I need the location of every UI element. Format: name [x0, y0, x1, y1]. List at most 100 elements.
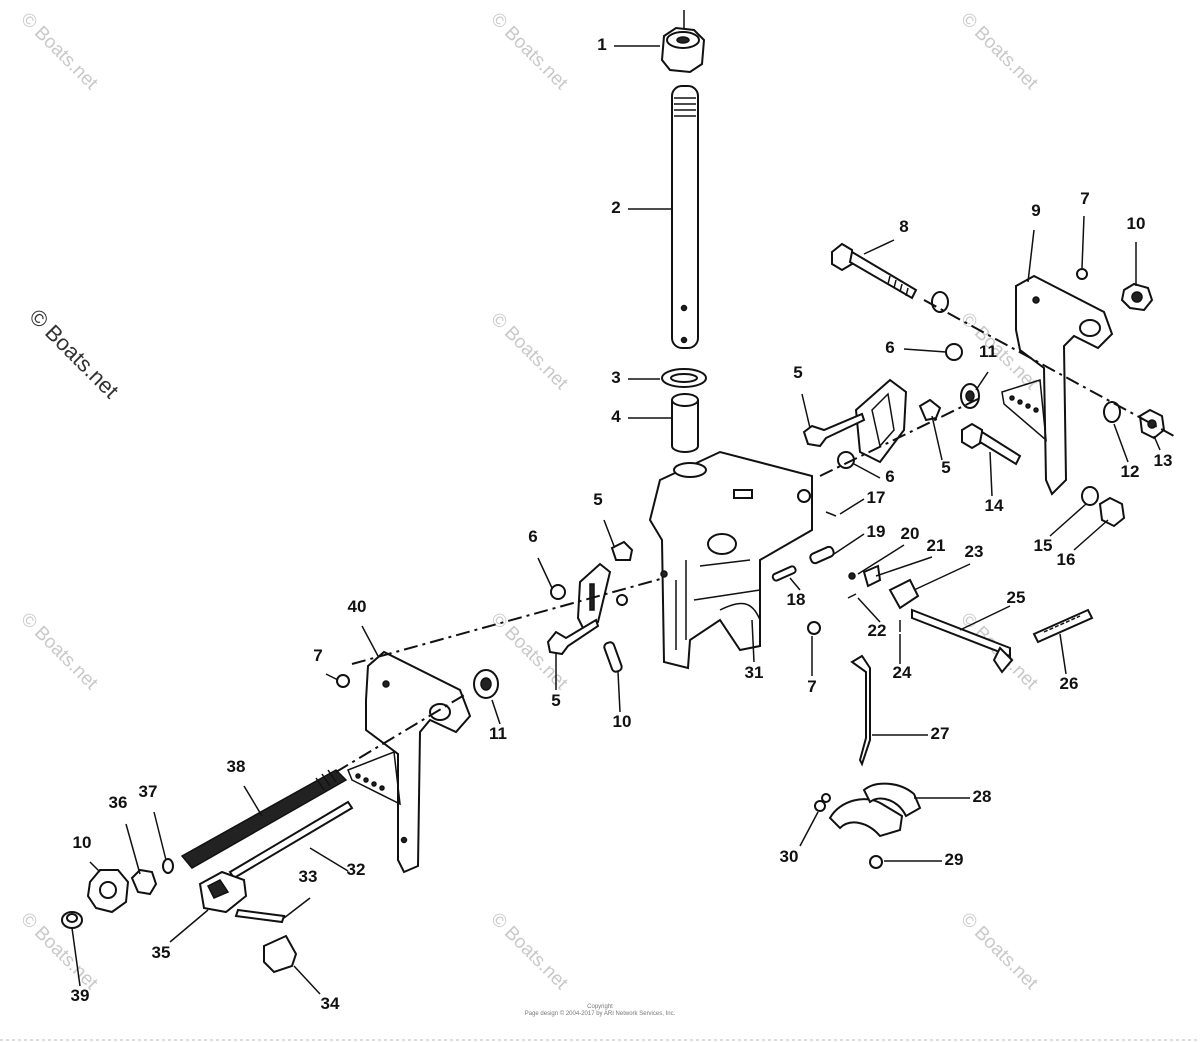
part-21-spring-clip[interactable]	[862, 564, 882, 588]
callout-40: 40	[348, 597, 367, 616]
part-10-locknut-left[interactable]	[86, 869, 130, 914]
callout-34: 34	[321, 994, 340, 1013]
callout-28: 28	[973, 787, 992, 806]
part-6-nut-upper[interactable]	[945, 343, 963, 361]
callout-20: 20	[901, 524, 920, 543]
part-11-spacer-left[interactable]	[473, 669, 499, 699]
callout-labels: 1234555566677789101010111112131415161718…	[71, 35, 1173, 1013]
callout-3: 3	[611, 368, 620, 387]
callout-37: 37	[139, 782, 158, 801]
part-11-spacer-right[interactable]	[960, 383, 980, 409]
part-31-swivel-bracket[interactable]	[648, 450, 813, 670]
part-36-nut[interactable]	[130, 868, 158, 896]
part-8-bolt[interactable]	[831, 242, 949, 313]
part-28-clamp-halves[interactable]	[828, 782, 922, 838]
callout-17: 17	[867, 488, 886, 507]
watermark-text: © Boats.net	[16, 9, 102, 95]
part-34-block[interactable]	[263, 934, 298, 974]
part-7-nut-top[interactable]	[1076, 268, 1088, 280]
footer-page-design: Page design © 2004-2017 by ARI Network S…	[525, 1010, 676, 1017]
part-18-pin[interactable]	[771, 565, 797, 582]
part-37-washer[interactable]	[162, 858, 174, 874]
callout-12: 12	[1121, 462, 1140, 481]
callout-10: 10	[613, 712, 632, 731]
watermark-left: © Boats.net	[24, 304, 123, 403]
part-3-washer[interactable]	[661, 368, 707, 388]
watermark-text: © Boats.net	[486, 909, 572, 995]
callout-21: 21	[927, 536, 946, 555]
callout-22: 22	[868, 621, 887, 640]
part-4-bushing[interactable]	[671, 393, 699, 453]
callout-18: 18	[787, 590, 806, 609]
part-1-nut[interactable]	[660, 10, 706, 74]
watermark-text: © Boats.net	[956, 9, 1042, 95]
callout-5: 5	[793, 363, 802, 382]
watermark-text: © Boats.net	[486, 309, 572, 395]
part-7-nut-center[interactable]	[807, 621, 821, 635]
part-12-washer[interactable]	[1103, 401, 1121, 423]
part-2-pivot-shaft[interactable]	[671, 85, 699, 349]
part-25-tilt-lever-rod[interactable]	[911, 608, 1014, 674]
part-32-rod[interactable]	[228, 800, 354, 880]
part-39-cap[interactable]	[61, 911, 83, 929]
callout-7: 7	[1080, 189, 1089, 208]
part-27-link-rod[interactable]	[850, 654, 871, 767]
part-30-screw[interactable]	[814, 793, 831, 812]
part-35-lever-bracket[interactable]	[198, 870, 248, 914]
callout-9: 9	[1031, 201, 1040, 220]
part-29-nut[interactable]	[869, 855, 883, 869]
callout-32: 32	[347, 860, 366, 879]
callout-13: 13	[1154, 451, 1173, 470]
callout-26: 26	[1060, 674, 1079, 693]
callout-38: 38	[227, 757, 246, 776]
part-23-lever-block[interactable]	[888, 578, 920, 610]
part-20-ball[interactable]	[848, 572, 856, 580]
callout-29: 29	[945, 850, 964, 869]
part-9-clamp-bracket-starboard[interactable]	[1001, 274, 1114, 496]
part-7-nut-left[interactable]	[336, 674, 350, 688]
part-14-bolt[interactable]	[961, 422, 1022, 466]
callout-6: 6	[885, 338, 894, 357]
part-15-washer[interactable]	[1081, 486, 1099, 506]
callout-31: 31	[745, 663, 764, 682]
part-33-pin[interactable]	[234, 908, 286, 924]
alignment-line-middle	[819, 397, 981, 477]
part-38-tilt-tube[interactable]	[180, 769, 348, 869]
watermark-layer: © Boats.net © Boats.net © Boats.net © Boats…	[16, 9, 1042, 995]
callout-23: 23	[965, 542, 984, 561]
callout-10: 10	[1127, 214, 1146, 233]
part-22-pin[interactable]	[847, 593, 857, 599]
callout-15: 15	[1034, 536, 1053, 555]
callout-11: 11	[489, 724, 507, 743]
part-10-locknut-top[interactable]	[1120, 282, 1154, 312]
part-19-sleeve[interactable]	[809, 545, 835, 565]
part-17-screw[interactable]	[825, 511, 837, 517]
callout-11: 11	[979, 342, 997, 361]
callout-35: 35	[152, 943, 171, 962]
callout-10: 10	[73, 833, 92, 852]
part-16-nut[interactable]	[1098, 496, 1126, 528]
callout-5: 5	[551, 691, 560, 710]
watermark-text: © Boats.net	[16, 909, 102, 995]
watermark-text: © Boats.net	[956, 909, 1042, 995]
part-5-tilt-plate-upper[interactable]	[802, 378, 942, 464]
part-40-clamp-bracket-port[interactable]	[347, 650, 472, 874]
callout-5: 5	[941, 458, 950, 477]
callout-16: 16	[1057, 550, 1076, 569]
watermark-text: © Boats.net	[16, 609, 102, 695]
watermark-text: © Boats.net	[486, 9, 572, 95]
callout-4: 4	[611, 407, 621, 426]
alignment-line-tube	[335, 693, 467, 773]
callout-39: 39	[71, 986, 90, 1005]
callout-6: 6	[528, 527, 537, 546]
callout-36: 36	[109, 793, 128, 812]
part-26-decal[interactable]	[1032, 608, 1094, 644]
leader-lines	[71, 45, 1161, 995]
part-6-nut-left[interactable]	[550, 584, 566, 600]
part-13-nut[interactable]	[1138, 408, 1166, 440]
callout-5: 5	[593, 490, 602, 509]
footer-copyright: Copyright	[587, 1004, 613, 1010]
part-10-pin[interactable]	[603, 641, 623, 673]
callout-2: 2	[611, 198, 620, 217]
